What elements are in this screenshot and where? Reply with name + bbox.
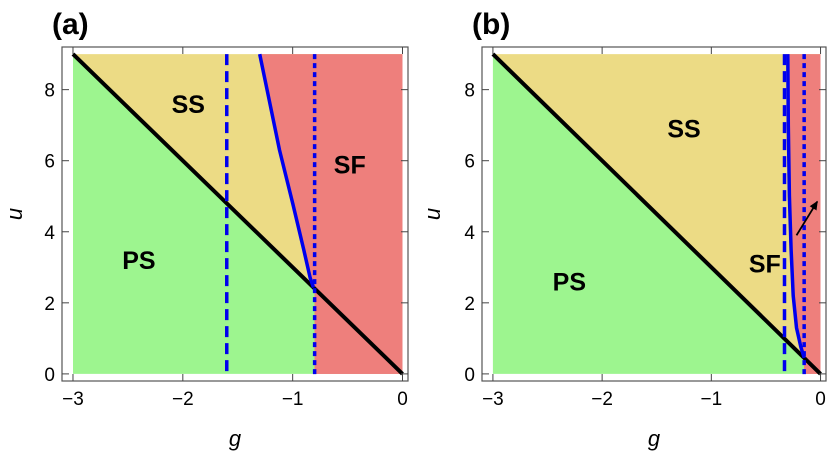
y-tick-label: 0 <box>464 365 475 386</box>
boundary-line <box>491 52 822 376</box>
chart-panel-a: −3 −2 −1 0 0 2 4 6 8 g u (a) PS SS SF <box>2 8 409 451</box>
region-label-sf: SF <box>334 151 366 179</box>
y-tick-label: 8 <box>464 81 475 102</box>
region-label-ss: SS <box>667 116 700 144</box>
region-label-ps: PS <box>122 247 155 275</box>
y-tick-label: 0 <box>44 365 55 386</box>
x-tick-label: −1 <box>282 389 304 410</box>
region-label-sf: SF <box>749 251 781 279</box>
boundary-line <box>71 52 404 376</box>
transition-curve <box>257 53 316 289</box>
region-label-ps: PS <box>553 269 586 297</box>
panel-label: (b) <box>472 8 510 41</box>
y-tick-label: 2 <box>44 294 55 315</box>
panel-label: (a) <box>52 8 89 41</box>
region-label-ss: SS <box>172 91 205 119</box>
x-tick-label: 0 <box>815 389 826 410</box>
x-tick-label: −2 <box>172 389 194 410</box>
x-tick-label: −2 <box>591 389 613 410</box>
y-tick-label: 6 <box>464 152 475 173</box>
x-tick-label: −3 <box>62 389 84 410</box>
plot-frame <box>61 46 409 382</box>
x-tick-label: 0 <box>397 389 408 410</box>
transition-curve <box>786 54 806 359</box>
y-tick-label: 4 <box>464 223 475 244</box>
y-axis-title: u <box>2 208 27 220</box>
y-tick-label: 8 <box>44 81 55 102</box>
y-axis-title: u <box>420 208 445 220</box>
y-tick-label: 4 <box>44 223 55 244</box>
annotation-arrow <box>795 200 819 236</box>
region-sf <box>787 54 821 374</box>
region-sf <box>259 54 403 374</box>
y-tick-label: 2 <box>464 294 475 315</box>
x-axis-title: g <box>648 426 661 451</box>
chart-panel-b: −3 −2 −1 0 0 2 4 6 8 g u (b) PS SS SF <box>420 8 827 451</box>
y-tick-label: 6 <box>44 152 55 173</box>
plot-frame <box>481 46 827 382</box>
x-tick-label: −3 <box>482 389 504 410</box>
x-axis-title: g <box>229 426 242 451</box>
x-tick-label: −1 <box>700 389 722 410</box>
